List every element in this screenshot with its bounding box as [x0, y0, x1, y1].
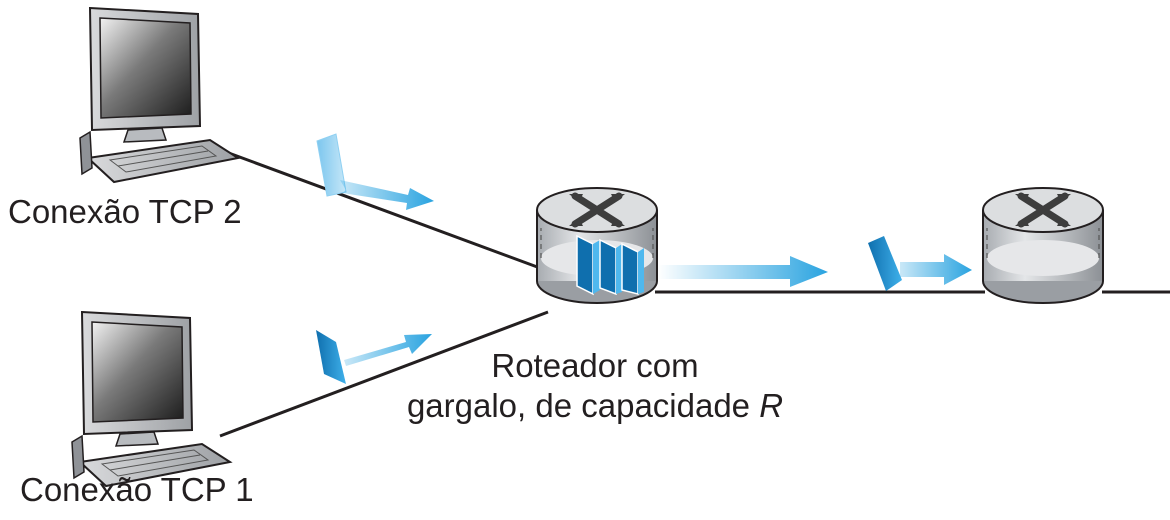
computer-icon-tcp2 [79, 7, 239, 183]
router-label-line2: gargalo, de capacidade R [385, 386, 805, 426]
link-tcp1 [219, 310, 549, 438]
packet-arrow-tcp2 [316, 133, 434, 210]
packet-arrow-bottleneck-out [658, 256, 828, 287]
computer-icon-tcp1 [71, 311, 231, 487]
link-tcp2 [225, 150, 541, 270]
router-queue-packets [576, 234, 644, 296]
tcp-connection-2-label: Conexão TCP 2 [8, 193, 242, 230]
router-icon-next [983, 188, 1103, 303]
packet-arrow-tcp1 [316, 330, 432, 384]
router-label-line1: Roteador com [491, 347, 699, 384]
packet-in-transit [868, 236, 972, 291]
tcp-connection-1-label: Conexão TCP 1 [20, 471, 254, 508]
bottleneck-router-label: Roteador com gargalo, de capacidade R [385, 346, 805, 426]
router-label-line2-text: gargalo, de capacidade [406, 387, 760, 424]
router-capacity-symbol: R [759, 387, 784, 424]
